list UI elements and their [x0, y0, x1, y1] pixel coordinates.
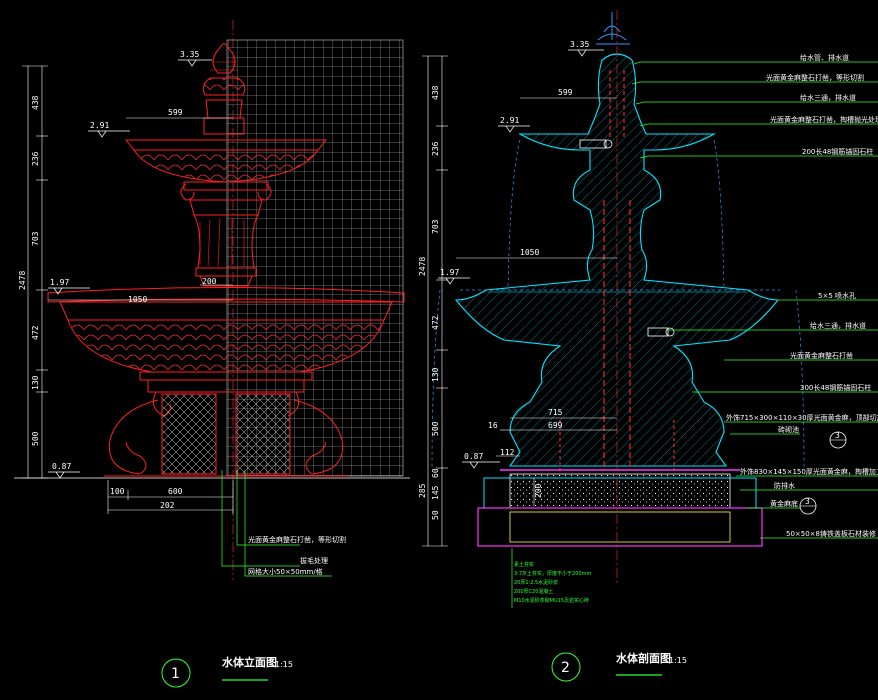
elevation-dim-2478: 2478 [18, 271, 27, 290]
section-callout-a-number: 3 [835, 431, 840, 440]
section-note-14: 50×50×8铸铁盖板石材装修 [786, 529, 876, 538]
elevation-dim-599: 599 [168, 108, 183, 117]
elevation-dim-500: 500 [31, 431, 40, 446]
elevation-number-circle [161, 658, 191, 688]
section-foundation [477, 469, 763, 547]
section-dim-236: 236 [431, 141, 440, 156]
section-dim-1050: 1050 [520, 248, 539, 257]
elevation-dim-1050: 1050 [128, 295, 147, 304]
section-note-6: 5×5 喷水孔 [818, 291, 856, 300]
section-layer-note-3: 20厚1:2.5水泥砂浆 [514, 579, 558, 586]
section-note-7: 给水三通，排水道 [810, 321, 866, 330]
elevation-dim-100: 100 [110, 487, 125, 496]
section-note-2: 光面黄金麻整石打凿，等形切割 [766, 73, 864, 82]
elevation-dim-236: 236 [31, 151, 40, 166]
elevation-level-2-91: 2.91 [90, 121, 109, 130]
section-note-1: 给水管、排水道 [800, 53, 849, 62]
elevation-note-stone: 光面黄金麻整石打凿，等形切割 [248, 535, 346, 544]
elevation-level-3-35: 3.35 [180, 50, 199, 59]
elevation-scale: 1:15 [275, 660, 293, 669]
section-note-12: 外饰830×145×150厚光面黄金麻，掏槽加工 [740, 467, 878, 476]
section-width-dims [456, 97, 617, 506]
section-view: 3.35 2.91 1.97 0.87 438 236 703 2478 472… [418, 10, 878, 682]
section-note-8: 光面黄金麻整石打凿 [790, 351, 853, 360]
section-vertical-dims [422, 55, 448, 547]
section-right-leaders [631, 61, 878, 539]
section-dim-715: 715 [548, 408, 563, 417]
section-foundation-gravel [509, 473, 731, 509]
section-note-11: 砖砌池 [778, 425, 799, 434]
elevation-lower-bowl [47, 287, 405, 393]
section-callout-b: 3 [799, 497, 817, 515]
section-water-jet [596, 12, 630, 45]
elevation-level-1-97: 1.97 [50, 278, 69, 287]
elevation-width-dims [48, 117, 234, 514]
section-pipes [579, 139, 675, 337]
elevation-number: 1 [171, 666, 180, 682]
section-number-circle [551, 652, 581, 682]
elevation-top-bowl [124, 139, 328, 183]
elevation-title: 水体立面图 [222, 655, 277, 669]
section-layer-note-5: M10水泥砂浆砌MU15页岩实心砖 [514, 597, 589, 604]
section-dim-60: 60 [431, 468, 440, 478]
section-dim-145: 145 [431, 485, 440, 500]
section-layer-note-1: 素土夯实 [514, 561, 534, 568]
section-note-13: 防排水 [774, 481, 795, 490]
section-foundation-inner [509, 511, 731, 543]
section-dim-50: 50 [431, 510, 440, 520]
elevation-dim-703: 703 [31, 231, 40, 246]
section-level-0-87: 0.87 [464, 452, 483, 461]
section-dim-472: 472 [431, 315, 440, 330]
elevation-dim-200: 200 [202, 277, 217, 286]
section-dim-130: 130 [431, 367, 440, 382]
elevation-dim-130: 130 [31, 375, 40, 390]
section-note-10: 外饰715×300×110×30厚光面黄金麻，顶部切加工 [726, 413, 878, 422]
section-dim-703: 703 [431, 219, 440, 234]
elevation-note-grid: 网格大小50×50mm/格 [248, 567, 323, 576]
section-scale: 1:15 [669, 656, 687, 665]
section-dim-200-foundation: 200 [534, 483, 543, 498]
section-title: 水体剖面图 [616, 651, 671, 665]
elevation-dim-202: 202 [160, 501, 175, 510]
section-note-15: 黄金麻底 [770, 499, 798, 508]
section-rebar [559, 70, 675, 470]
section-dim-599: 599 [558, 88, 573, 97]
elevation-base [104, 391, 348, 477]
section-layer-note-4: 200厚C20混凝土 [514, 588, 553, 595]
section-dim-699: 699 [548, 421, 563, 430]
elevation-level-0-87: 0.87 [52, 462, 71, 471]
elevation-vertical-dims [22, 65, 48, 479]
section-level-3-35: 3.35 [570, 40, 589, 49]
section-note-3: 给水三通，排水道 [800, 93, 856, 102]
section-callout-a: 3 [829, 431, 847, 449]
section-note-9: 300长48钢筋锚固石柱 [800, 383, 871, 392]
elevation-leaders [221, 470, 332, 577]
section-note-4: 光面黄金麻整石打凿，掏槽抛光处理 [770, 115, 878, 124]
section-body [454, 53, 780, 467]
section-foundation-slab [477, 507, 763, 547]
section-level-2-91: 2.91 [500, 116, 519, 125]
section-level-1-97: 1.97 [440, 268, 459, 277]
elevation-dim-600: 600 [168, 487, 183, 496]
section-dim-112: 112 [500, 448, 515, 457]
elevation-column [180, 181, 272, 287]
section-note-5: 200长48钢筋锚固石柱 [802, 147, 873, 156]
elevation-view: 3.35 2.91 1.97 0.87 438 236 703 2478 472… [14, 20, 410, 688]
section-dim-2478: 2478 [418, 257, 427, 276]
elevation-note-treatment: 拔毛处理 [300, 556, 328, 565]
section-layer-note-2: 3:7灰土夯实，厚度不小于200mm [514, 570, 591, 577]
elevation-dim-438: 438 [31, 95, 40, 110]
section-dim-438: 438 [431, 85, 440, 100]
elevation-level-marks [48, 59, 212, 479]
section-dim-285: 285 [418, 483, 427, 498]
elevation-dim-472: 472 [31, 325, 40, 340]
section-dim-500: 500 [431, 421, 440, 436]
section-dim-16: 16 [488, 421, 498, 430]
section-level-marks [438, 49, 604, 469]
section-callout-b-number: 3 [805, 497, 810, 506]
section-number: 2 [561, 660, 570, 676]
